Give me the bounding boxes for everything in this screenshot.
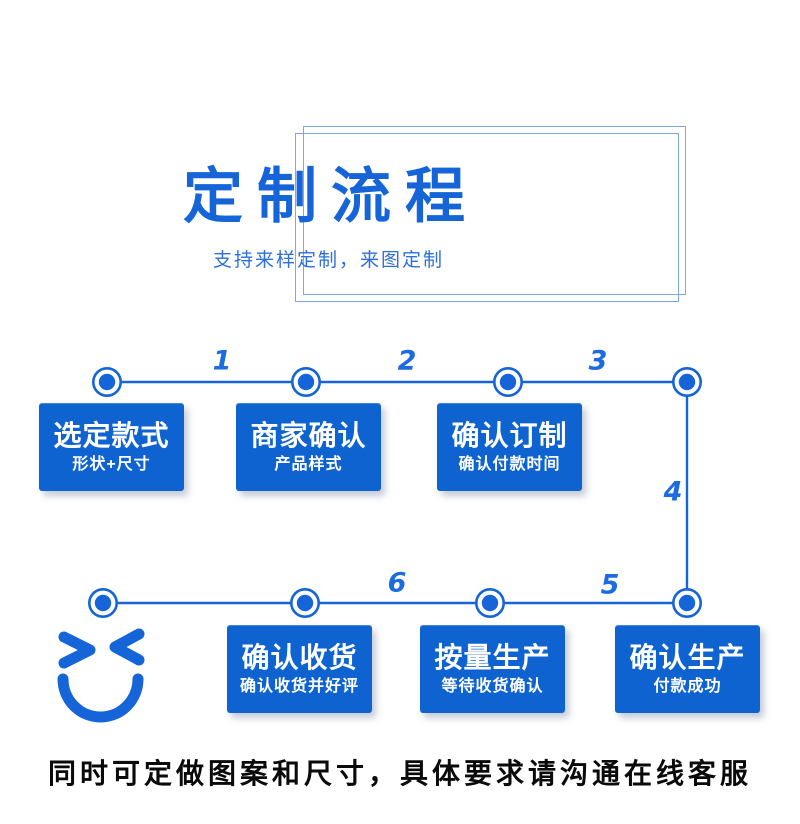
step-box-title: 按量生产 bbox=[434, 641, 551, 673]
step-box-subtitle: 形状+尺寸 bbox=[72, 455, 151, 473]
smiley-left-eye bbox=[58, 631, 96, 669]
title-frame-inner bbox=[295, 133, 679, 302]
step-number-4: 4 bbox=[663, 476, 683, 508]
flow-node-circle bbox=[290, 366, 321, 397]
page-title: 定制流程 bbox=[183, 163, 479, 230]
step-box-select-style: 选定款式 形状+尺寸 bbox=[39, 403, 184, 491]
step-box-confirm-production: 确认生产 付款成功 bbox=[615, 625, 760, 713]
flow-node-circle bbox=[671, 587, 702, 618]
step-box-subtitle: 产品样式 bbox=[274, 455, 343, 473]
page-subtitle: 支持来样定制，来图定制 bbox=[213, 250, 445, 271]
flow-node-circle bbox=[671, 366, 702, 397]
title-frame-outer bbox=[303, 126, 686, 295]
smiley-mouth bbox=[57, 673, 144, 723]
flow-node-circle bbox=[492, 366, 523, 397]
step-box-title: 确认订制 bbox=[451, 419, 568, 451]
step-box-production-by-quantity: 按量生产 等待收货确认 bbox=[420, 625, 565, 713]
flow-node-circle bbox=[474, 587, 505, 618]
step-number-1: 1 bbox=[212, 345, 232, 377]
step-box-confirm-order: 确认订制 确认付款时间 bbox=[437, 403, 582, 491]
smiley-right-eye bbox=[109, 628, 145, 666]
flow-node-circle bbox=[289, 587, 320, 618]
step-box-subtitle: 付款成功 bbox=[653, 677, 722, 695]
step-box-subtitle: 等待收货确认 bbox=[441, 677, 544, 695]
step-number-3: 3 bbox=[588, 345, 608, 377]
step-number-6: 6 bbox=[387, 567, 407, 599]
flow-node-circle bbox=[88, 587, 119, 618]
step-number-5: 5 bbox=[600, 569, 620, 601]
winking-smiley-icon bbox=[57, 628, 145, 723]
flow-node-circle bbox=[92, 366, 123, 397]
step-box-title: 选定款式 bbox=[53, 419, 170, 451]
step-box-title: 确认收货 bbox=[241, 641, 358, 673]
step-box-subtitle: 确认收货并好评 bbox=[239, 677, 359, 695]
footer-note: 同时可定做图案和尺寸，具体要求请沟通在线客服 bbox=[47, 758, 752, 789]
step-box-subtitle: 确认付款时间 bbox=[458, 455, 561, 473]
step-box-title: 确认生产 bbox=[629, 641, 746, 673]
step-box-title: 商家确认 bbox=[250, 419, 367, 451]
step-box-merchant-confirm: 商家确认 产品样式 bbox=[236, 403, 381, 491]
step-box-confirm-receipt: 确认收货 确认收货并好评 bbox=[227, 625, 372, 713]
step-number-2: 2 bbox=[397, 345, 417, 377]
